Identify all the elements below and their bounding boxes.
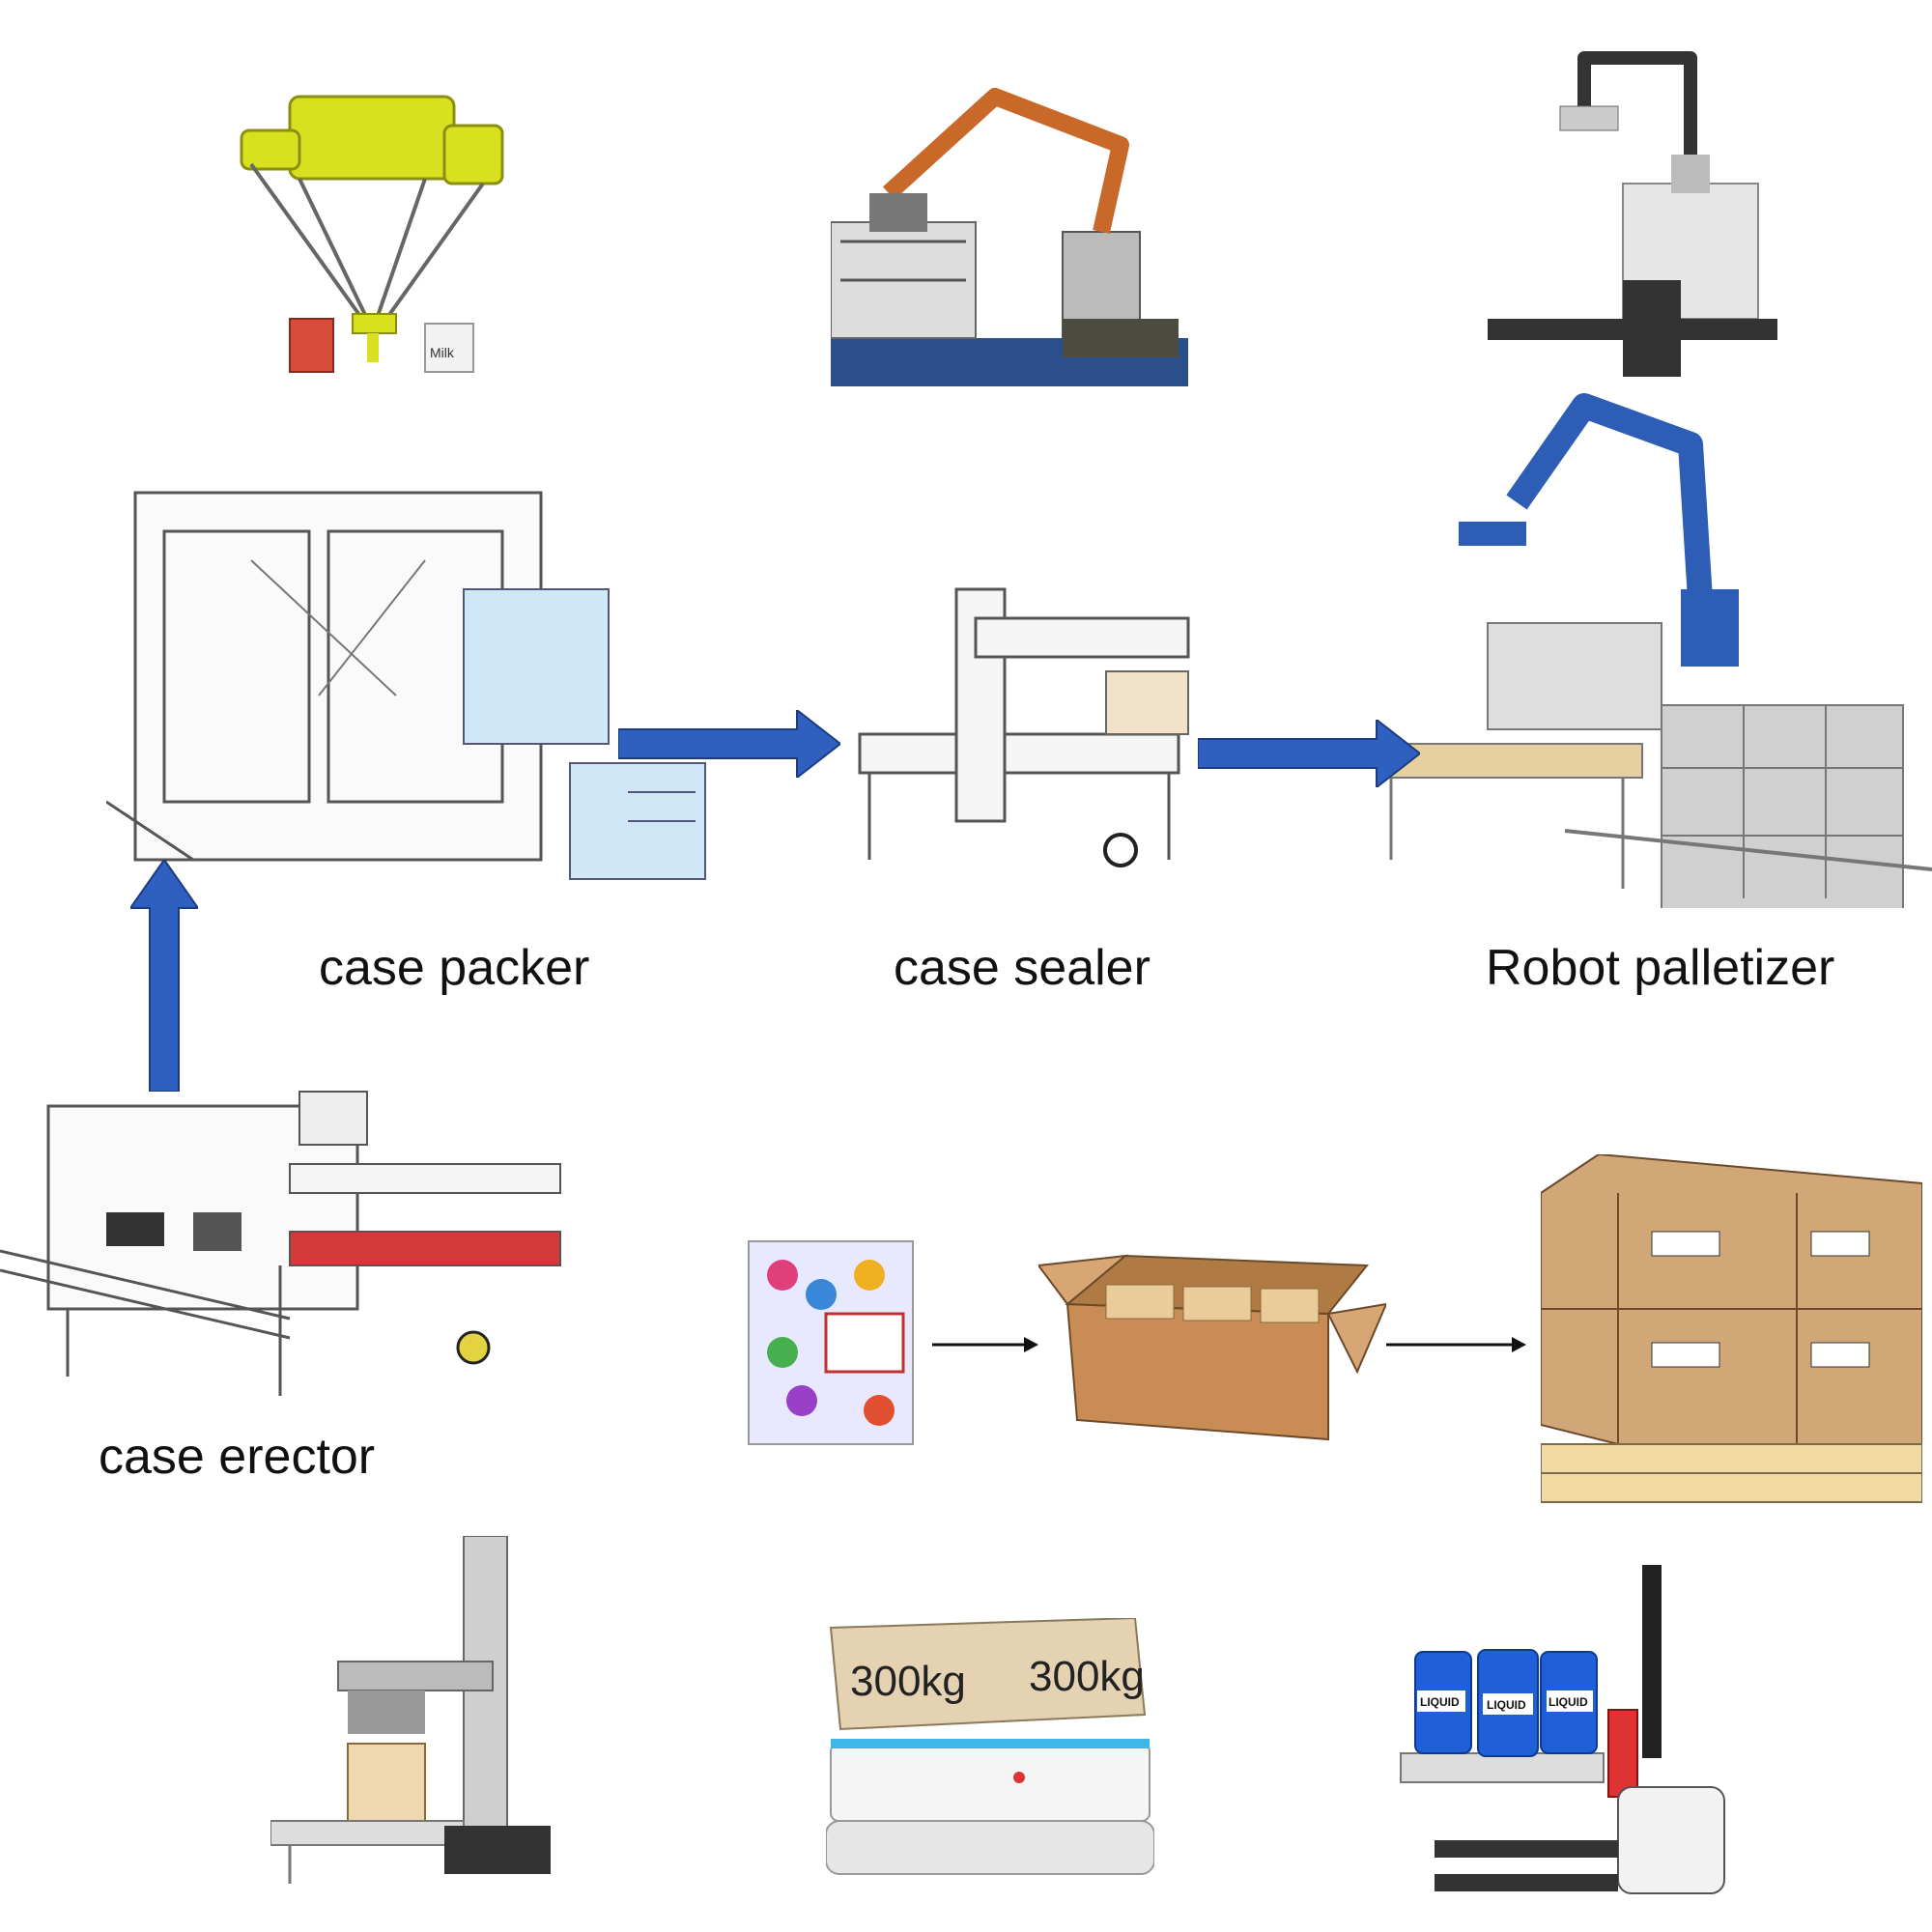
case-sealer-illustration (840, 560, 1198, 889)
agv-box-label-left: 300kg (850, 1658, 966, 1705)
pallet-truck-with-drums-illustration: LIQUID LIQUID LIQUID (1396, 1565, 1734, 1913)
delta-robot-illustration: Milk (232, 77, 522, 386)
drum-label-2: LIQUID (1487, 1698, 1526, 1712)
milk-label: Milk (430, 345, 455, 360)
collaborative-robot-illustration (1468, 48, 1797, 377)
flow-arrow-sealer-to-palletizer (1198, 720, 1420, 787)
product-arrow-2 (1386, 1333, 1526, 1356)
case-packer-illustration (106, 473, 715, 898)
case-erector-label: case erector (99, 1429, 376, 1485)
robot-palletizer-illustration (1372, 386, 1932, 908)
product-arrow-1 (932, 1333, 1038, 1356)
drum-label-1: LIQUID (1420, 1695, 1460, 1709)
case-sealer-label: case sealer (894, 940, 1151, 996)
flow-arrow-packer-to-sealer (618, 710, 840, 778)
candy-bag-illustration (744, 1236, 918, 1449)
agv-robot-illustration: 300kg 300kg (826, 1618, 1154, 1879)
open-carton-illustration (1038, 1227, 1386, 1459)
palletizing-arm-illustration (831, 87, 1188, 396)
flow-arrow-erector-to-packer (130, 860, 198, 1092)
column-palletizer-illustration (270, 1536, 560, 1893)
case-erector-illustration (0, 1087, 570, 1406)
palletized-cartons-illustration (1541, 1154, 1922, 1507)
robot-palletizer-label: Robot palletizer (1486, 940, 1835, 996)
drum-label-3: LIQUID (1548, 1695, 1588, 1709)
case-packer-label: case packer (319, 940, 590, 996)
agv-box-label-right: 300kg (1029, 1653, 1145, 1700)
